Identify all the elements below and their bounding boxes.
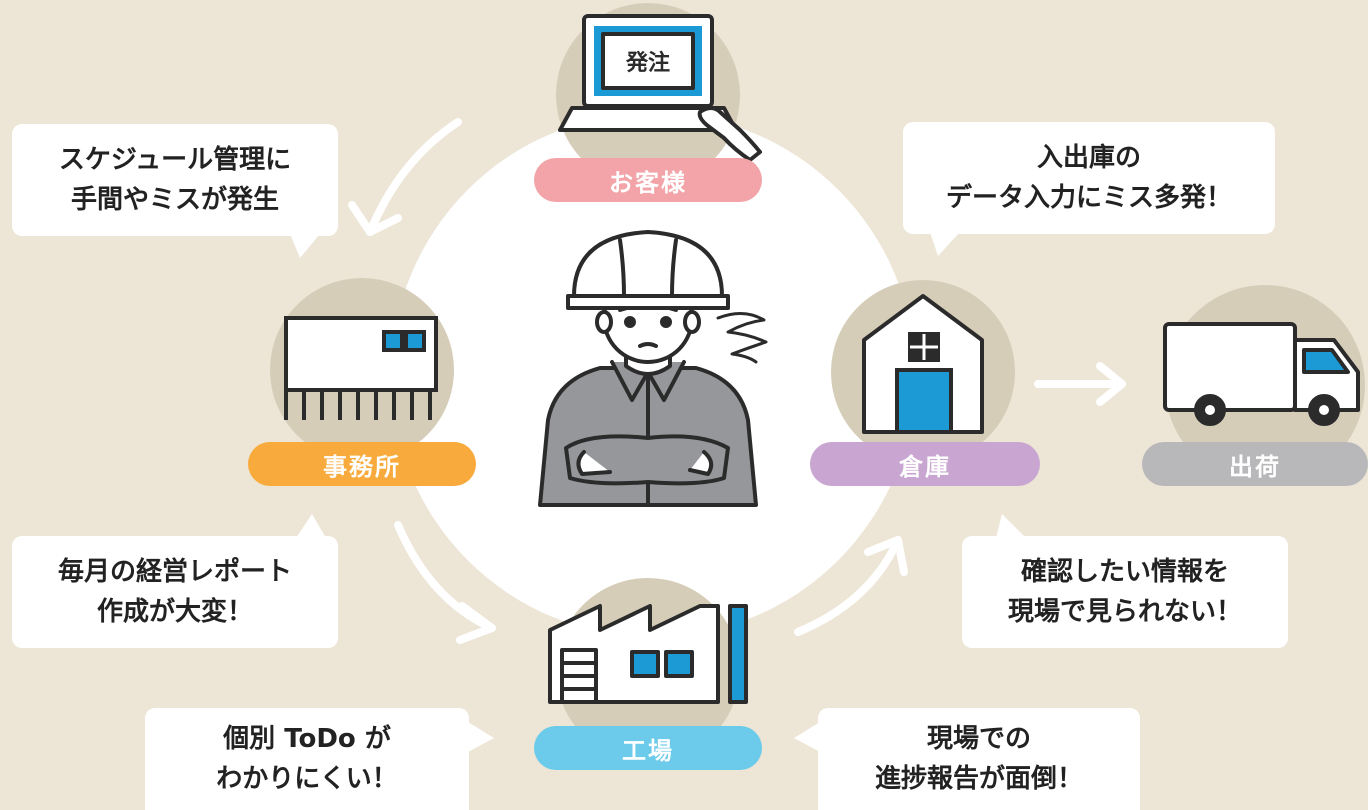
bubble-inventory: 入出庫の データ入力にミス多発！ xyxy=(903,122,1275,234)
bubble-report: 毎月の経営レポート 作成が大変！ xyxy=(12,536,338,648)
bubble-schedule-line2: 手間やミスが発生 xyxy=(70,185,279,215)
warehouse-building-icon xyxy=(862,294,984,434)
bubble-report-line1: 毎月の経営レポート xyxy=(57,557,292,587)
bubble-schedule-line1: スケジュール管理に xyxy=(58,145,292,175)
bubble-info: 確認したい情報を 現場で見られない！ xyxy=(962,536,1288,648)
confused-worker-illustration xyxy=(538,230,768,507)
bubble-inventory-line2: データ入力にミス多発！ xyxy=(945,183,1232,213)
bubble-info-line1: 確認したい情報を xyxy=(1020,557,1229,587)
bubble-progress: 現場での 進捗報告が面倒！ xyxy=(818,708,1140,810)
bubble-info-line2: 現場で見られない！ xyxy=(1007,597,1242,627)
bubble-schedule: スケジュール管理に 手間やミスが発生 xyxy=(12,124,338,236)
flow-arrows xyxy=(348,118,1126,644)
arrow-office-to-factory-head xyxy=(456,602,496,644)
helmet-icon xyxy=(572,230,724,298)
bubble-report-line2: 作成が大変！ xyxy=(96,597,253,627)
arrow-customer-to-office-head xyxy=(348,201,402,236)
node-shipping: 出荷 xyxy=(1142,442,1368,486)
arrow-customer-to-office xyxy=(366,118,462,236)
laptop-icon xyxy=(558,14,762,162)
bubble-progress-line2: 進捗報告が面倒！ xyxy=(874,764,1083,794)
screen-label: 発注 xyxy=(625,50,670,76)
bubble-todo: 個別 ToDo が わかりにくい！ xyxy=(145,708,469,810)
node-office: 事務所 xyxy=(248,442,476,486)
office-building-icon xyxy=(284,316,438,420)
truck-icon xyxy=(1163,322,1360,426)
bubble-inventory-line1: 入出庫の xyxy=(1036,143,1141,173)
bubble-todo-line1: 個別 ToDo が xyxy=(223,724,391,754)
node-warehouse: 倉庫 xyxy=(810,442,1040,486)
bubble-progress-line1: 現場での xyxy=(926,724,1031,754)
node-customer: お客様 xyxy=(534,158,762,202)
bubble-todo-line2: わかりにくい！ xyxy=(216,764,398,794)
arrow-factory-to-warehouse-head xyxy=(864,536,908,576)
arrow-factory-to-warehouse xyxy=(794,536,902,636)
factory-building-icon xyxy=(548,604,748,704)
arrow-warehouse-to-shipping-head xyxy=(1096,362,1126,406)
confusion-swirl-icon xyxy=(716,312,768,364)
node-factory: 工場 xyxy=(534,726,762,770)
